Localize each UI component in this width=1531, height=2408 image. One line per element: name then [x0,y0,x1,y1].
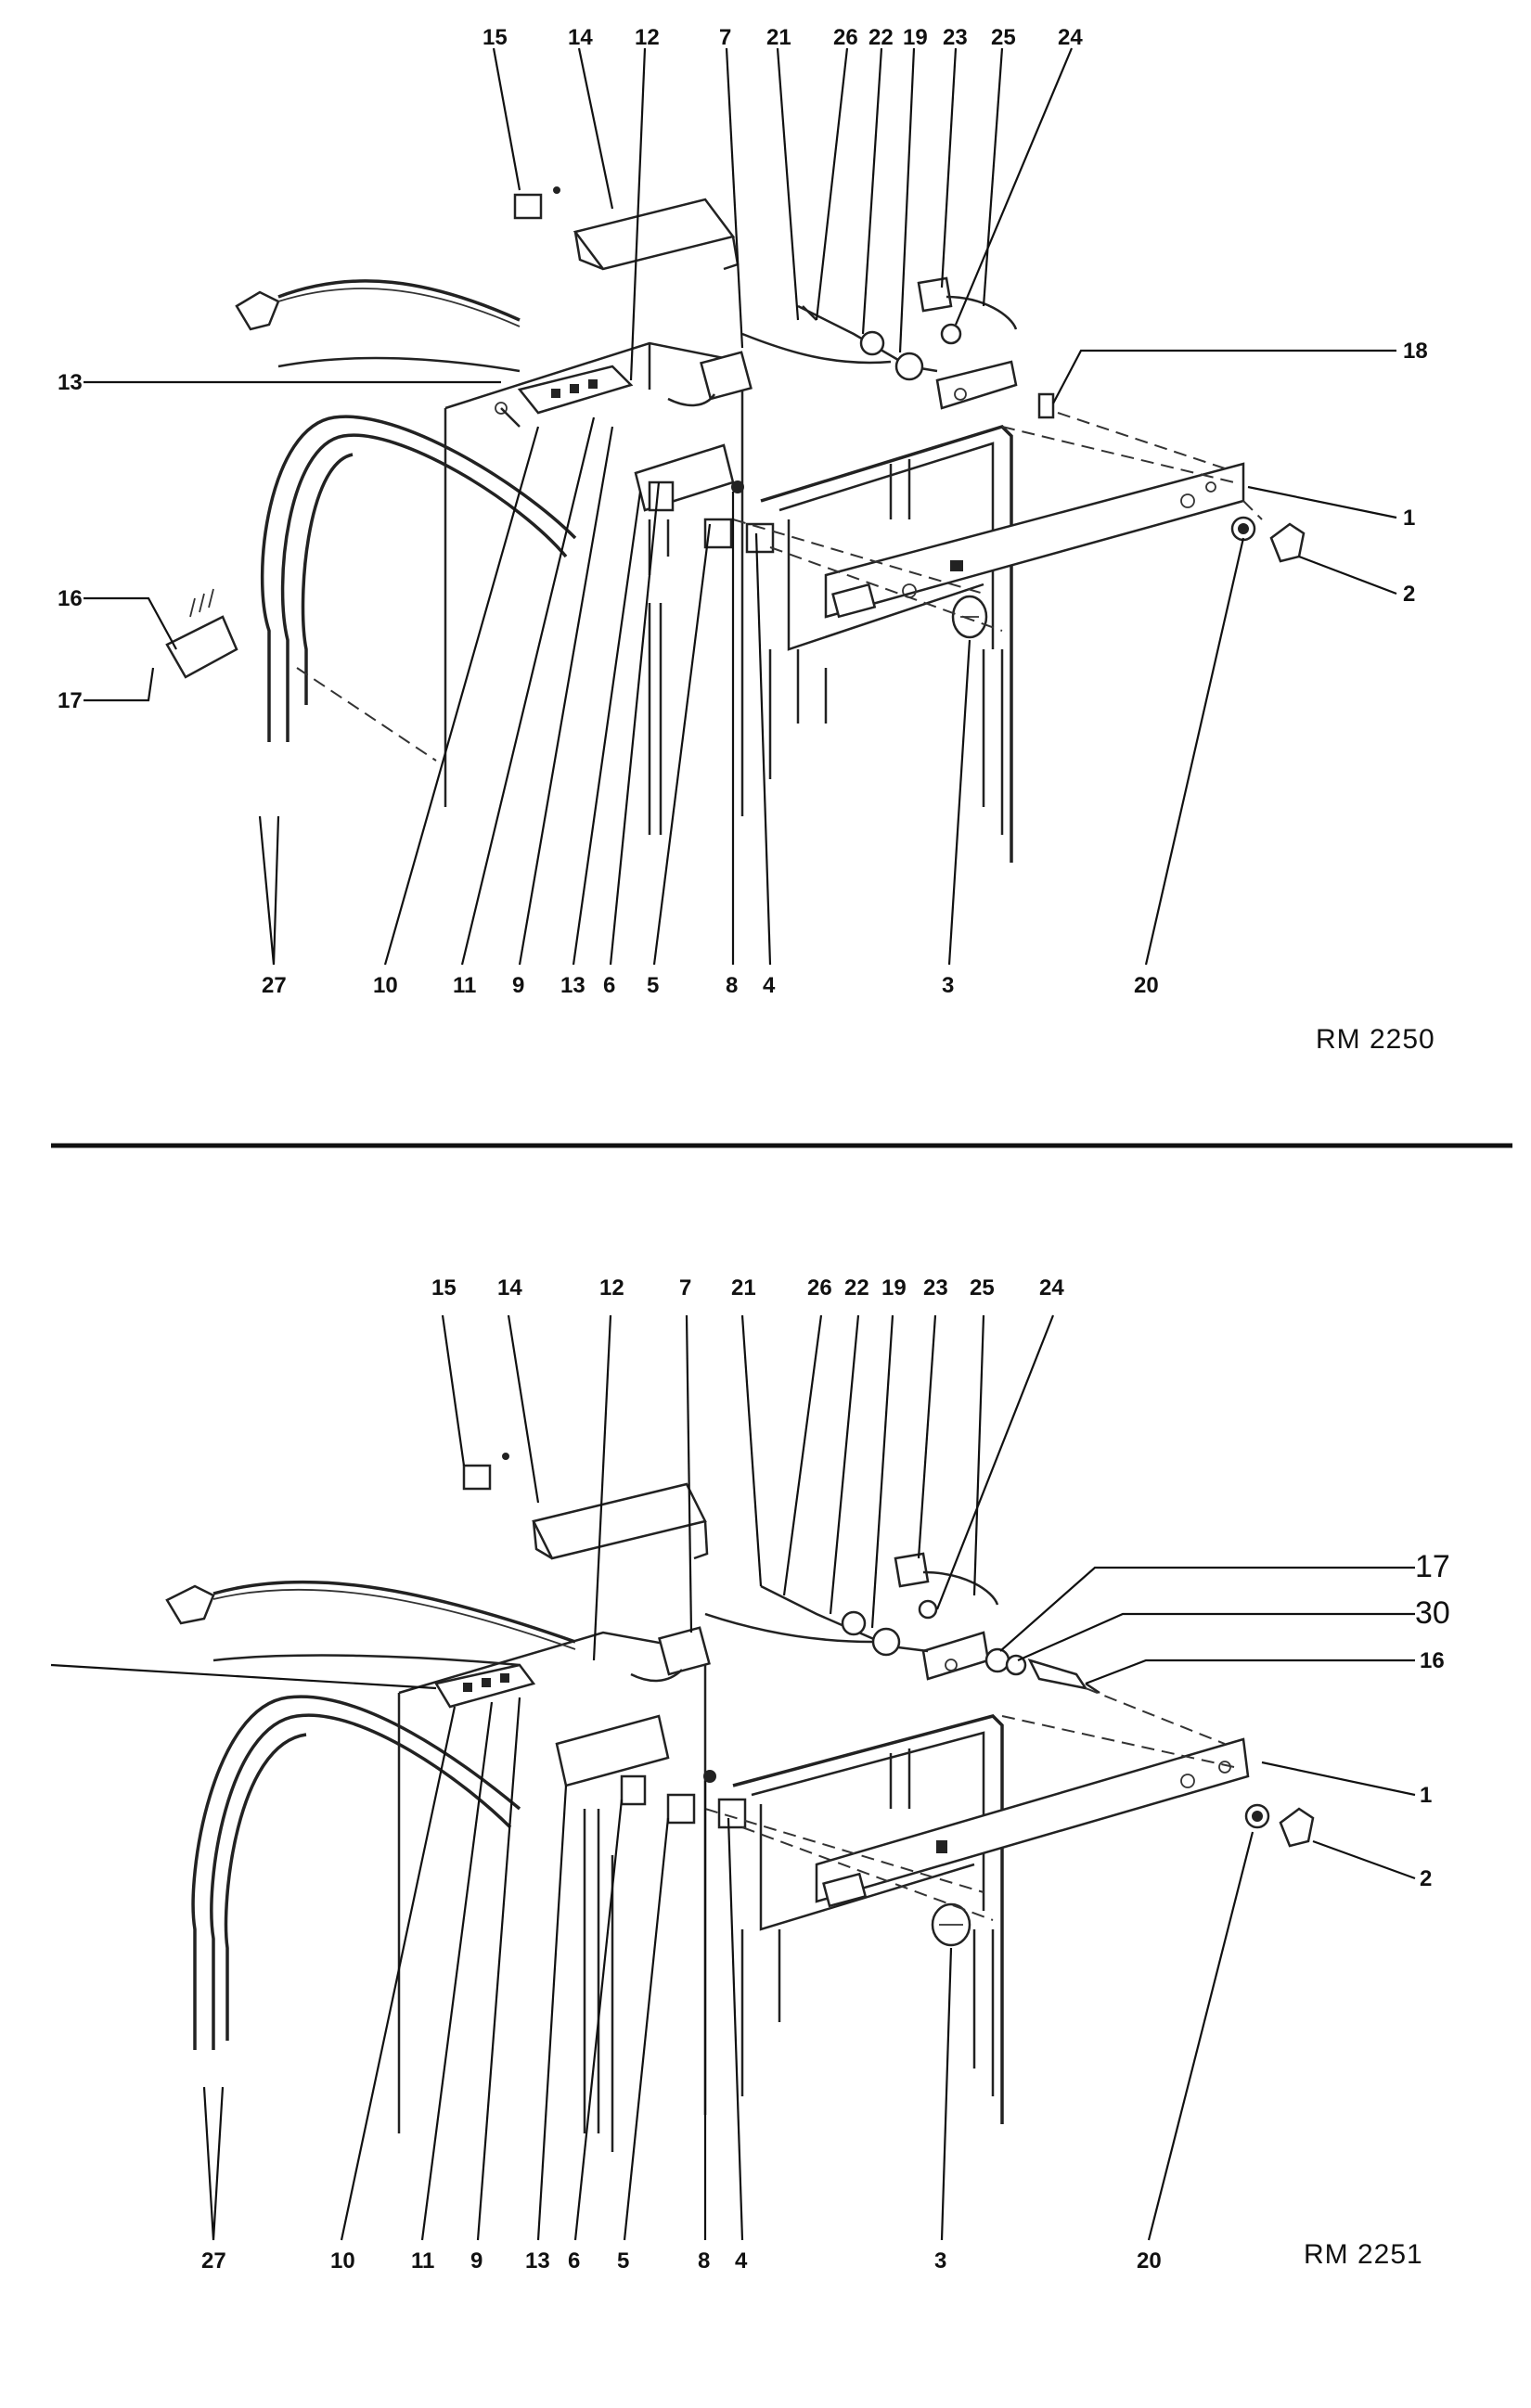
callout-17: 17 [58,688,83,713]
gas-valve-assembly [704,1552,999,1657]
thermostat-knob [1244,1803,1315,1848]
callout-2: 2 [1403,582,1415,607]
igniter-knob [931,1902,971,1947]
control-panel [815,1737,1250,1908]
callout-12: 12 [599,1275,624,1300]
reignition-unit [165,588,238,679]
bracket [935,360,1055,419]
callout-11: 11 [411,2248,434,2274]
callout-23: 23 [923,1275,948,1300]
callout-8: 8 [726,973,738,998]
callout-26: 26 [807,1275,832,1300]
terminal-block [434,1663,536,1709]
callout-5: 5 [647,973,659,998]
callout-16: 16 [58,586,83,611]
callout-10: 10 [373,973,398,998]
gas-valve-assembly [741,276,1018,381]
callout-12: 12 [635,25,660,50]
leader-lines [50,1314,1416,2241]
control-panel [824,462,1245,619]
callout-19: 19 [903,25,928,50]
callout-25: 25 [991,25,1016,50]
callout-9: 9 [512,973,524,998]
callout-4: 4 [735,2248,748,2274]
callout-22: 22 [844,1275,869,1300]
callout-6: 6 [568,2248,580,2274]
callout-27: 27 [262,973,287,998]
assembly-lines [1001,412,1263,520]
callout-27: 27 [201,2248,226,2274]
callout-25: 25 [970,1275,995,1300]
igniter-assembly [984,1647,1100,1695]
callout-9: 9 [470,2248,482,2274]
thermostat-unit [667,351,753,407]
bracket [921,1631,990,1681]
power-cord [235,279,521,373]
cable-loop [260,415,1003,762]
callout-14: 14 [568,25,593,50]
clip [513,186,560,220]
callout-14: 14 [497,1275,522,1300]
callout-7: 7 [719,25,731,50]
callout-24: 24 [1058,25,1083,50]
callout-7: 7 [679,1275,691,1300]
callout-18: 18 [1403,339,1428,364]
callout-16: 16 [1420,1648,1445,1673]
callout-11: 11 [453,973,476,998]
callout-6: 6 [603,973,615,998]
diagram-rm-2250: 15 14 12 7 21 26 22 19 23 25 24 18 1 2 1… [58,25,1435,1055]
assembly-lines [1001,1687,1235,1768]
callout-20: 20 [1137,2248,1162,2274]
diagram-rm-2251: 15 14 12 7 21 26 22 19 23 25 24 17 30 16… [50,1275,1450,2274]
callout-13-left: 13 [58,370,83,395]
cabinet-frame [397,1631,1004,2133]
cabinet-frame [444,341,1013,863]
callout-26: 26 [833,25,858,50]
callout-22: 22 [868,25,894,50]
reference-code: RM 2251 [1304,2239,1423,2270]
callout-3: 3 [942,973,954,998]
callout-21: 21 [766,25,791,50]
thermostat-unit [630,1626,711,1683]
callout-1: 1 [1403,506,1415,531]
callout-15: 15 [482,25,508,50]
power-cord [165,1580,576,1667]
callout-24: 24 [1039,1275,1064,1300]
callout-5: 5 [617,2248,629,2274]
callout-1: 1 [1420,1783,1432,1808]
callout-2: 2 [1420,1866,1432,1891]
callout-3: 3 [934,2248,946,2274]
callout-19: 19 [881,1275,907,1300]
callout-17: 17 [1415,1549,1450,1584]
callout-21: 21 [731,1275,756,1300]
top-cover [532,1482,709,1560]
callout-30: 30 [1415,1595,1450,1631]
callout-15: 15 [431,1275,457,1300]
igniter-knob [951,595,988,639]
cable-loop [191,1695,994,2050]
terminal-block [495,365,634,428]
switch-block [555,1714,747,2152]
clip [462,1453,509,1491]
callout-23: 23 [943,25,968,50]
leader-lines [84,47,1397,966]
callout-10: 10 [330,2248,355,2274]
callout-4: 4 [763,973,776,998]
top-cover [573,198,740,271]
callout-13-bottom: 13 [560,973,585,998]
callout-8: 8 [698,2248,710,2274]
reference-code: RM 2250 [1316,1024,1435,1055]
callout-13: 13 [525,2248,550,2274]
callout-20: 20 [1134,973,1159,998]
